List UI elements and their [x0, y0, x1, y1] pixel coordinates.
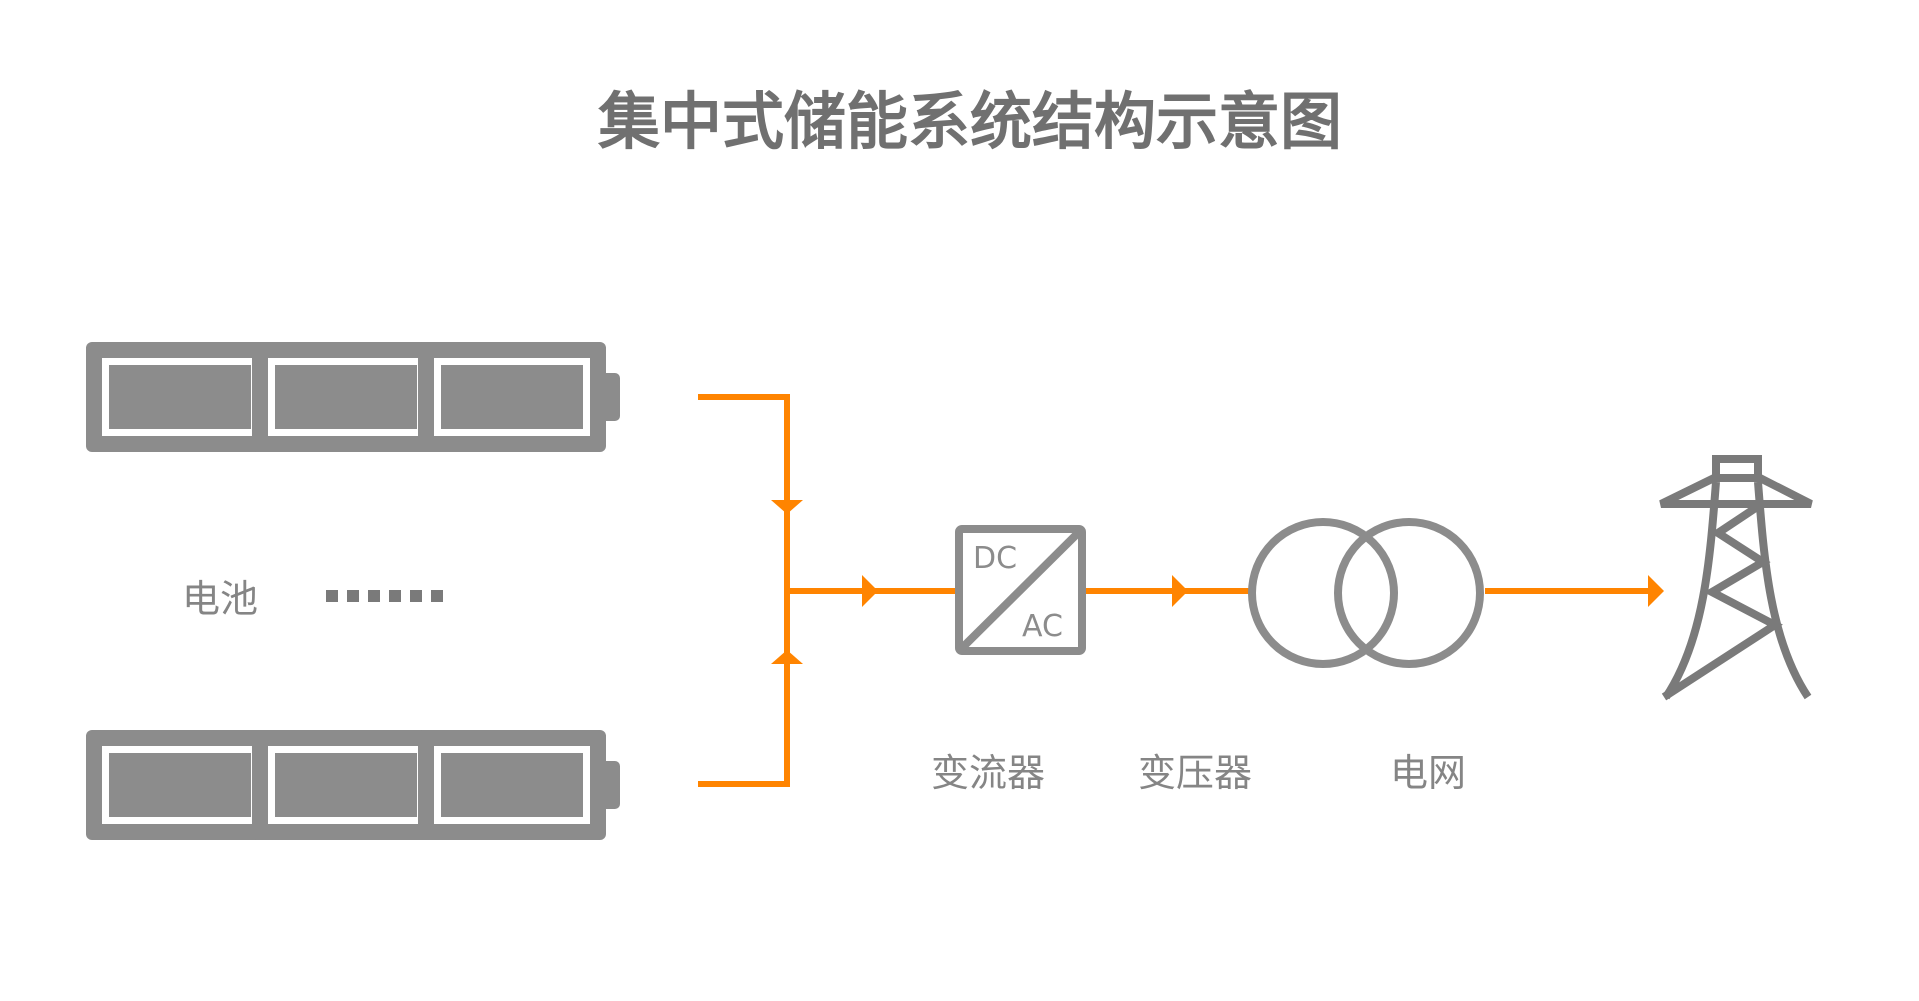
ellipsis-dot — [326, 590, 338, 602]
ellipsis-dot — [389, 590, 401, 602]
converter-icon: DC AC — [955, 525, 1086, 655]
flow-arrows — [771, 500, 1664, 664]
converter-ac-text: AC — [1022, 609, 1063, 644]
battery-icon — [418, 730, 620, 840]
battery-label: 电池 — [182, 577, 258, 621]
arrow-right-icon — [1172, 575, 1188, 607]
battery-row — [86, 342, 620, 452]
ellipsis-dot — [347, 590, 359, 602]
battery-icon — [418, 342, 620, 452]
ellipsis-dots — [326, 590, 443, 602]
battery-icon — [252, 730, 454, 840]
ellipsis-dot — [410, 590, 422, 602]
converter-label: 变流器 — [931, 751, 1045, 795]
arrow-right-icon — [1648, 575, 1664, 607]
arrow-down-icon — [771, 500, 803, 514]
transformer-icon — [1248, 518, 1484, 668]
transmission-tower-icon — [1659, 455, 1813, 701]
grid-label: 电网 — [1390, 751, 1466, 795]
arrow-up-icon — [771, 650, 803, 664]
battery-row — [86, 730, 620, 840]
battery-icon — [86, 342, 288, 452]
transformer-label: 变压器 — [1138, 751, 1252, 795]
battery-bank — [86, 342, 620, 840]
diagram-title: 集中式储能系统结构示意图 — [597, 85, 1342, 158]
ellipsis-dot — [431, 590, 443, 602]
ellipsis-dot — [368, 590, 380, 602]
arrow-right-icon — [862, 575, 878, 607]
battery-icon — [86, 730, 288, 840]
converter-dc-text: DC — [973, 541, 1017, 576]
flow-line-top — [698, 394, 790, 787]
